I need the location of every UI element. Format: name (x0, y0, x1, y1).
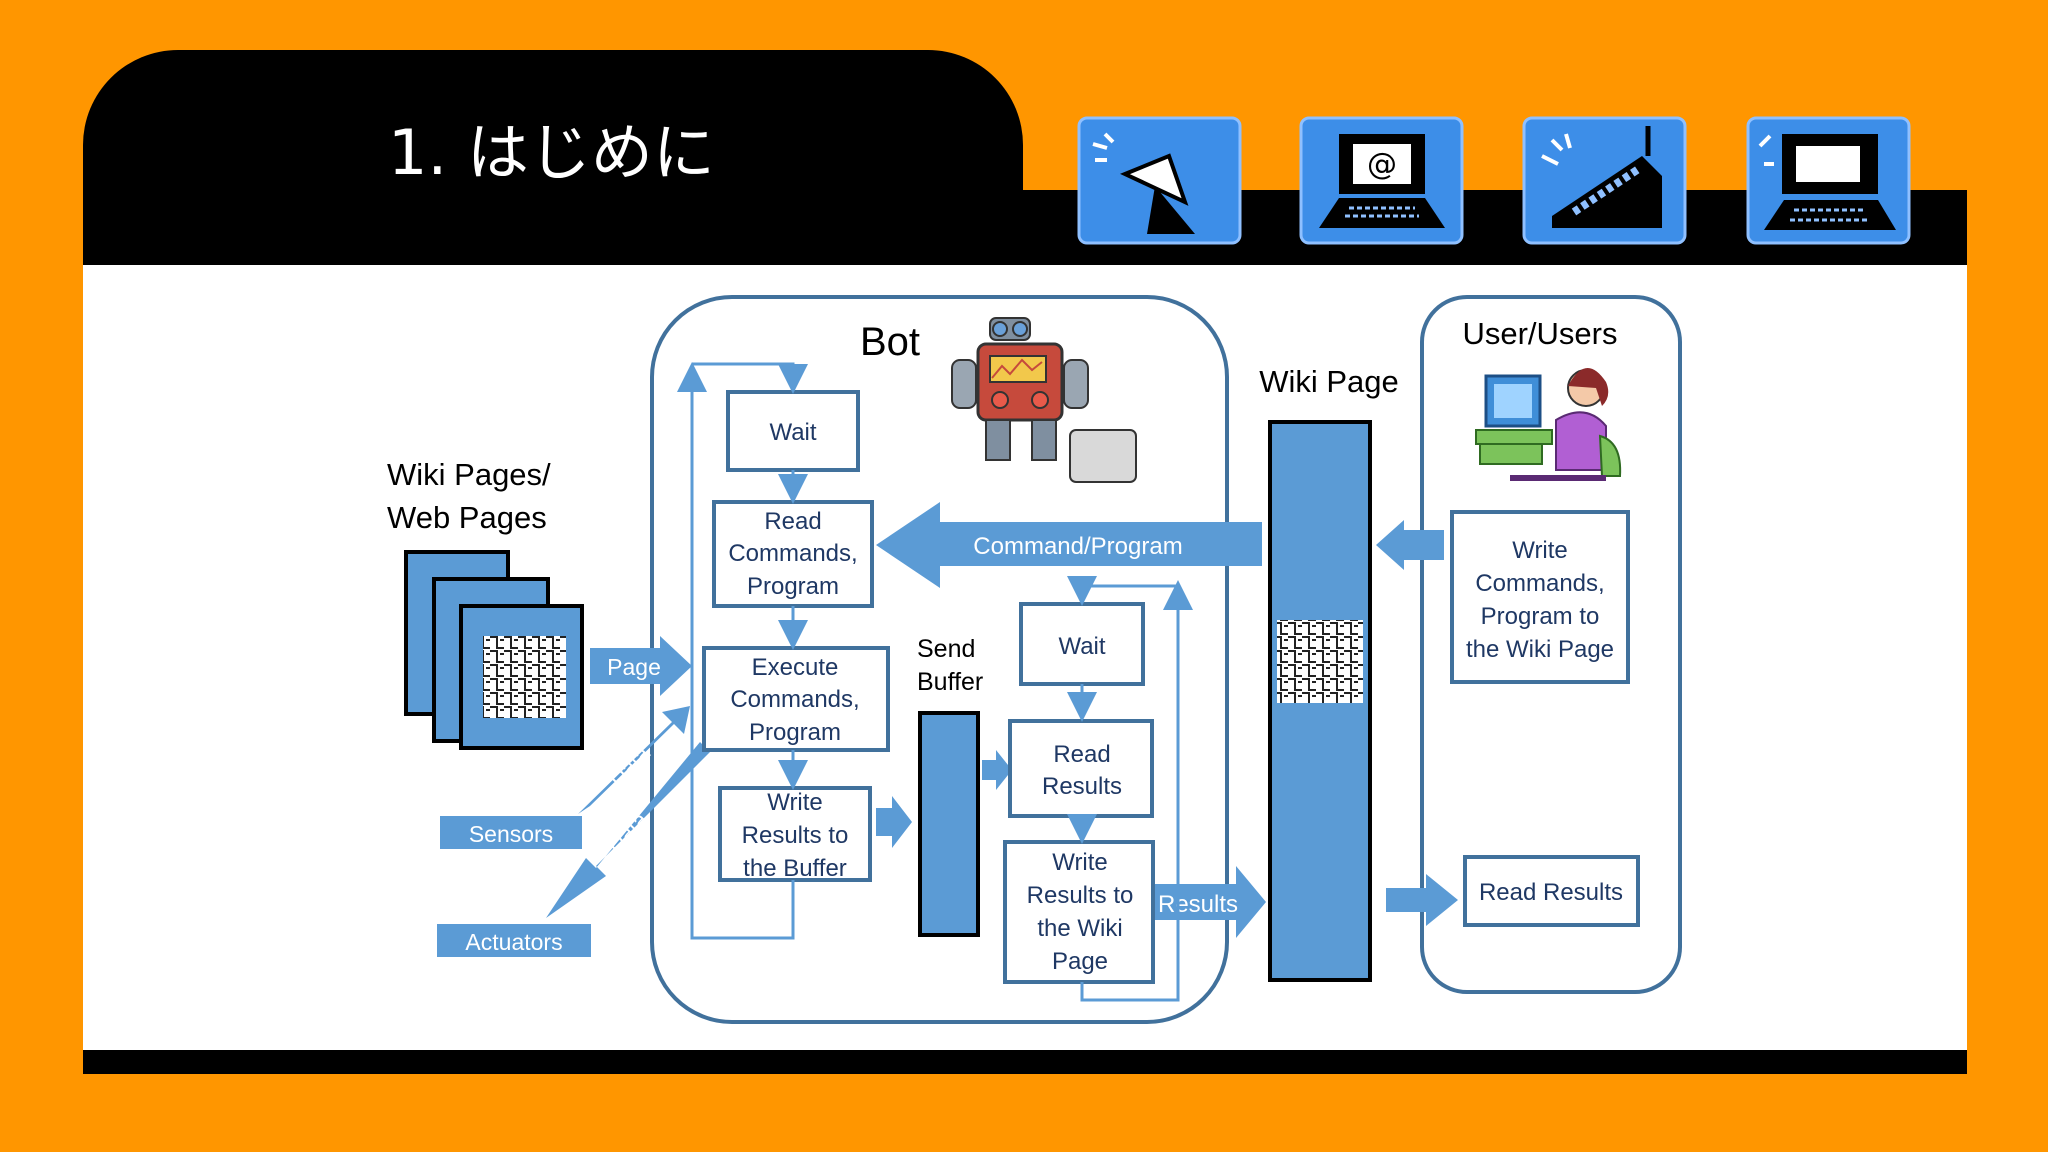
send-buffer-label-line1: Send (917, 635, 975, 663)
bot-label: Bot (860, 320, 920, 364)
read-results-line1: Read (1053, 741, 1110, 768)
execute-line3: Program (749, 719, 841, 746)
user-write-line1: Write (1512, 537, 1568, 564)
results-arrow-label: Results (1158, 891, 1238, 918)
wait2-text: Wait (1058, 633, 1105, 660)
execute-commands-box (702, 646, 890, 752)
execute-line1: Execute (752, 654, 839, 681)
buffer-to-read-arrow (982, 750, 1012, 790)
user-at-computer-icon (1475, 367, 1622, 481)
wait2-box (1019, 602, 1145, 686)
users-container (1420, 295, 1682, 994)
execute-line2: Commands, (730, 686, 859, 713)
bot-wait-text: Wait (769, 419, 816, 446)
write-to-buffer-arrow (876, 796, 912, 848)
wiki-pages-label-line1: Wiki Pages/ (387, 457, 551, 492)
wiki-pages-label-line2: Web Pages (387, 500, 547, 535)
user-to-wiki-arrow (1376, 520, 1444, 570)
read-results-line2: Results (1042, 773, 1122, 800)
robot-icon (951, 317, 1137, 483)
user-read-box (1463, 855, 1640, 927)
email-terminal-icon: @ (1299, 116, 1464, 245)
read-commands-line1: Read (764, 508, 821, 535)
svg-text:@: @ (1367, 147, 1397, 182)
sensors-box (440, 816, 582, 849)
read-commands-box (712, 500, 874, 608)
command-program-label: Command/Program (973, 533, 1182, 560)
send-buffer-label-line2: Buffer (917, 668, 983, 696)
user-write-box (1450, 510, 1630, 684)
command-program-arrow (876, 502, 1262, 588)
write-wiki-box (1003, 840, 1155, 984)
slide-title: 1. はじめに (388, 116, 715, 189)
computer-terminal-icon (1746, 116, 1911, 245)
footer-bar (83, 1050, 1967, 1074)
mobile-phone-icon (1522, 116, 1687, 245)
wiki-page-label: Wiki Page (1259, 364, 1399, 399)
page-arrow-label: Page (607, 654, 661, 680)
actuators-label: Actuators (465, 929, 562, 955)
actuators-box (437, 924, 591, 957)
page-arrow (590, 636, 692, 696)
user-write-line4: the Wiki Page (1466, 636, 1614, 663)
users-label: User/Users (1462, 316, 1617, 351)
write-wiki-line3: the Wiki (1037, 915, 1122, 942)
wiki-to-user-arrow (1386, 874, 1458, 926)
wiki-pages-stack-icon (404, 550, 584, 750)
write-wiki-line4: Page (1052, 948, 1108, 975)
write-buffer-line2: Results to (742, 822, 849, 849)
user-write-line2: Commands, (1475, 570, 1604, 597)
read-commands-line2: Commands, (728, 540, 857, 567)
user-write-line3: Program to (1481, 603, 1600, 630)
read-commands-line3: Program (747, 573, 839, 600)
user-read-text: Read Results (1479, 879, 1623, 906)
write-wiki-line1: Write (1052, 849, 1108, 876)
sensors-label: Sensors (469, 821, 553, 847)
data-arrow-sensors (578, 706, 690, 814)
write-wiki-line2: Results to (1027, 882, 1134, 909)
write-buffer-line3: the Buffer (743, 855, 847, 882)
data-arrow-actuators (546, 742, 710, 918)
satellite-dish-icon (1077, 116, 1242, 245)
read-results-box (1008, 719, 1154, 818)
send-buffer (918, 711, 980, 937)
wiki-page-pattern (1277, 620, 1363, 703)
write-buffer-line1: Write (767, 789, 823, 816)
